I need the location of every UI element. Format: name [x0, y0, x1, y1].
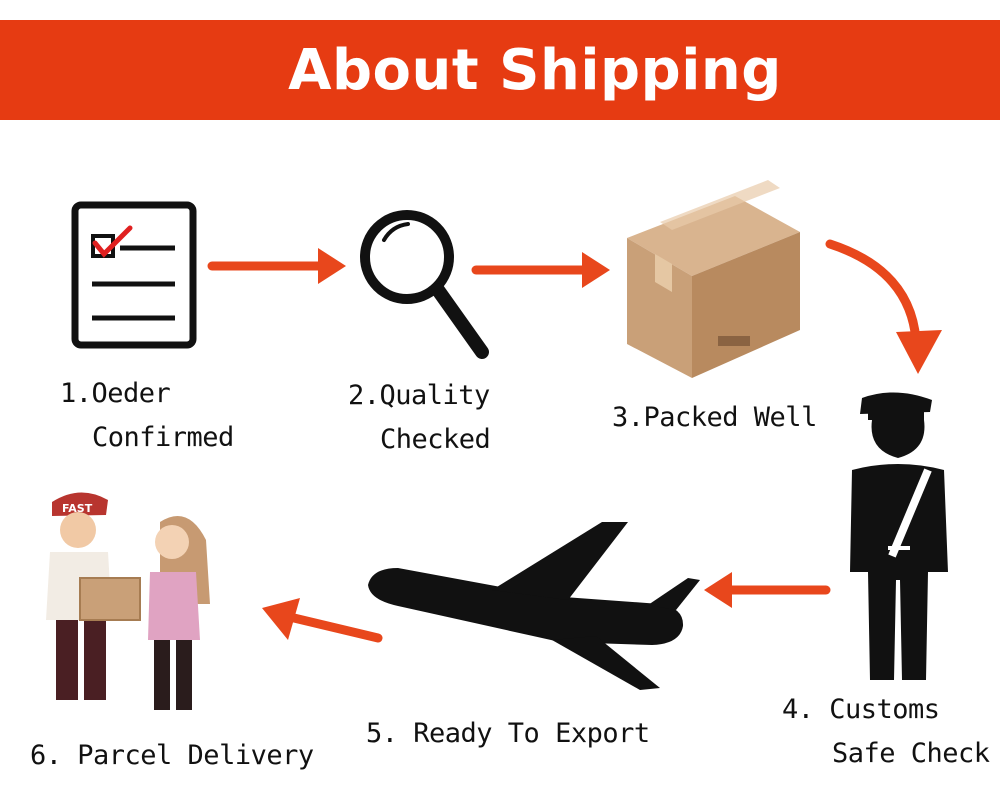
magnifier-icon — [360, 210, 489, 359]
step-2-line2: Checked — [380, 424, 491, 455]
step-6-label: 6. Parcel Delivery — [30, 734, 314, 778]
step-6-line1: 6. Parcel Delivery — [30, 740, 314, 771]
checklist-icon — [71, 201, 197, 349]
arrow-1-to-2 — [207, 248, 346, 284]
step-4-label: 4. Customs Safe Check — [782, 688, 990, 776]
step-1-line1: 1.Oeder — [60, 378, 171, 409]
cap-text: FAST — [62, 502, 93, 515]
arrow-2-to-3 — [471, 252, 610, 288]
step-2-line1: 2.Quality — [348, 380, 490, 411]
arrow-5-to-6 — [262, 598, 383, 643]
arrow-4-to-5 — [704, 572, 831, 608]
step-2-label: 2.Quality Checked — [348, 374, 491, 462]
parcel-delivery-icon: FAST — [46, 492, 210, 710]
cardboard-box-icon — [627, 180, 800, 378]
step-3-label: 3.Packed Well — [612, 396, 817, 440]
step-4-line1: 4. Customs — [782, 694, 940, 725]
customs-officer-icon — [850, 392, 948, 680]
step-5-label: 5. Ready To Export — [366, 712, 650, 756]
step-1-label: 1.Oeder Confirmed — [60, 372, 234, 460]
header-banner: About Shipping — [0, 20, 1000, 120]
page-title: About Shipping — [288, 38, 782, 103]
arrow-3-to-4 — [825, 239, 942, 374]
airplane-icon — [368, 522, 700, 690]
step-4-line2: Safe Check — [832, 738, 990, 769]
step-3-line1: 3.Packed Well — [612, 402, 817, 433]
step-5-line1: 5. Ready To Export — [366, 718, 650, 749]
step-1-line2: Confirmed — [92, 422, 234, 453]
